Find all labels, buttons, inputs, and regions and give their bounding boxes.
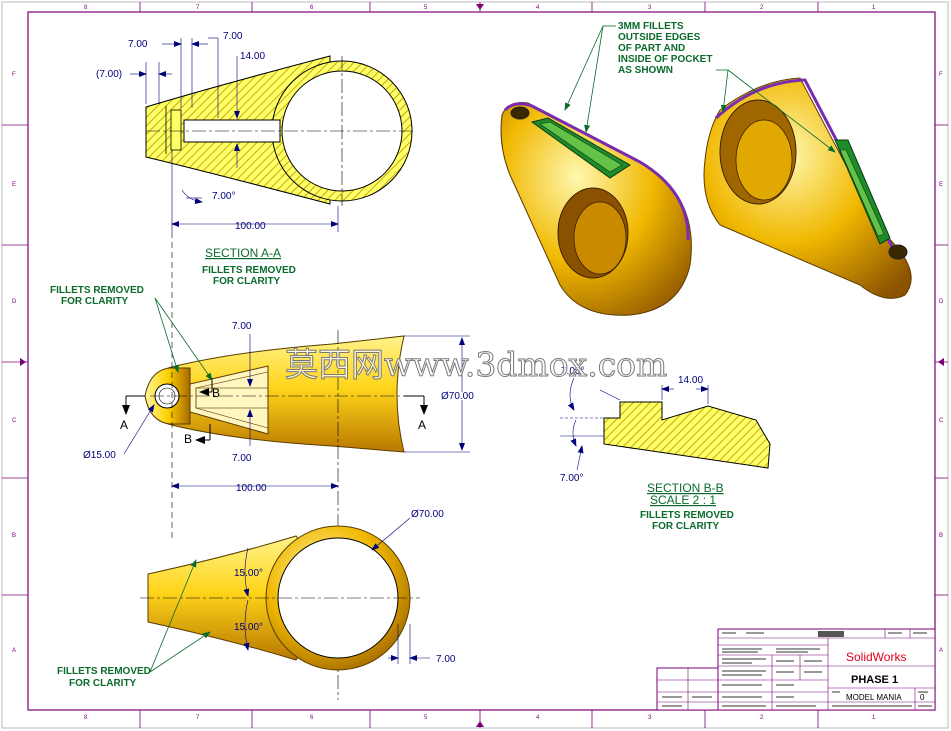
svg-text:C: C [939,418,944,424]
section-b-b-note-line2: FOR CLARITY [652,521,720,532]
section-b-b-scale: SCALE 2 : 1 [650,493,716,507]
isometric-view-right [703,77,912,299]
svg-text:7: 7 [196,715,200,721]
zone-labels-bottom: 8 7 6 5 4 3 2 1 [84,715,876,721]
svg-text:3: 3 [648,715,652,721]
section-arrow-b-bottom: B [184,432,192,446]
dim-aa-14: 14.00 [240,51,265,62]
svg-text:A: A [939,648,943,654]
svg-text:D: D [12,299,17,305]
svg-text:2: 2 [760,5,764,11]
svg-text:1: 1 [872,715,876,721]
section-a-a-view: 7.00 7.00 14.00 (7.00) 7.00° 100.00 SECT… [96,31,415,287]
dim-top-angle-lower: 15.00° [234,622,263,633]
svg-text:F: F [12,72,16,78]
dim-front-7-bottom: 7.00 [232,453,252,464]
dim-aa-7-left: 7.00 [128,39,148,50]
svg-text:8: 8 [84,5,88,11]
dim-front-dia-15: Ø15.00 [83,450,116,461]
top-view: Ø70.00 15.00° 15.00° 7.00 FILLETS REMOVE… [57,509,456,689]
svg-text:4: 4 [536,5,540,11]
svg-text:E: E [939,182,943,188]
dim-bb-14: 14.00 [678,375,703,386]
section-a-a-note-line1: FILLETS REMOVED [202,265,296,276]
watermark-text: 莫西网www.3dmox.com [285,345,667,384]
svg-text:3MM FILLETS: 3MM FILLETS [618,21,684,32]
section-b-b-title: SECTION B-B [647,481,724,495]
svg-text:A: A [12,648,16,654]
section-arrow-a-right: A [418,418,426,432]
front-view-note-line1: FILLETS REMOVED [50,285,144,296]
svg-text:5: 5 [424,715,428,721]
svg-text:B: B [939,533,943,539]
top-view-note-line1: FILLETS REMOVED [57,666,151,677]
dim-front-7-top: 7.00 [232,321,252,332]
dim-bb-angle-lower: 7.00° [560,473,583,484]
svg-text:OF PART AND: OF PART AND [618,43,685,54]
svg-text:4: 4 [536,715,540,721]
section-arrow-a-left: A [120,418,128,432]
title-block-dwg-no: MODEL MANIA [846,693,902,702]
dim-aa-ref-7: (7.00) [96,69,122,80]
svg-text:B: B [12,533,16,539]
section-a-a-title: SECTION A-A [205,246,281,260]
front-view-body [167,335,405,453]
front-view: A A B B 7.00 7.00 Ø70.00 Ø15.00 100.00 F… [50,232,474,700]
dim-top-dia-70: Ø70.00 [411,509,444,520]
dim-front-100: 100.00 [236,483,267,494]
svg-text:C: C [12,418,17,424]
dim-aa-100: 100.00 [235,221,266,232]
svg-text:E: E [12,182,16,188]
section-arrow-b-top: B [212,386,220,400]
dim-aa-angle: 7.00° [212,191,235,202]
dim-top-angle-upper: 15.00° [234,568,263,579]
iso-fillet-note: 3MM FILLETS OUTSIDE EDGES OF PART AND IN… [564,21,836,153]
zone-labels-left: F E D C B A [12,72,17,654]
svg-text:6: 6 [310,715,314,721]
section-a-a-note-line2: FOR CLARITY [213,276,281,287]
svg-text:2: 2 [760,715,764,721]
svg-text:F: F [939,72,943,78]
title-block: SolidWorks PHASE 1 MODEL MANIA 0 [656,628,936,711]
dim-top-7: 7.00 [436,654,456,665]
svg-text:AS SHOWN: AS SHOWN [618,65,673,76]
dim-front-dia-70: Ø70.00 [441,391,474,402]
svg-text:INSIDE OF POCKET: INSIDE OF POCKET [618,54,712,65]
title-block-title: PHASE 1 [851,674,898,686]
section-b-b-note-line1: FILLETS REMOVED [640,510,734,521]
dim-bb-angle-upper: 7.00° [561,366,584,377]
zone-labels-right: F E D C B A [939,72,944,654]
svg-text:5: 5 [424,5,428,11]
title-block-company: SolidWorks [846,650,906,664]
svg-text:OUTSIDE EDGES: OUTSIDE EDGES [618,32,701,43]
dim-aa-7-right: 7.00 [223,31,243,42]
svg-text:7: 7 [196,5,200,11]
svg-text:D: D [939,299,944,305]
section-b-b-body [603,401,771,469]
zone-labels-top: 8 7 6 5 4 3 2 1 [84,5,876,11]
svg-text:3: 3 [648,5,652,11]
svg-text:8: 8 [84,715,88,721]
top-view-note-line2: FOR CLARITY [69,678,137,689]
svg-text:1: 1 [872,5,876,11]
section-b-b-view: 7.00° 14.00 7.00° SECTION B-B SCALE 2 : … [560,366,771,532]
isometric-view-left [500,102,692,316]
front-view-note-line2: FOR CLARITY [61,296,129,307]
title-block-rev: 0 [920,693,925,702]
svg-text:6: 6 [310,5,314,11]
